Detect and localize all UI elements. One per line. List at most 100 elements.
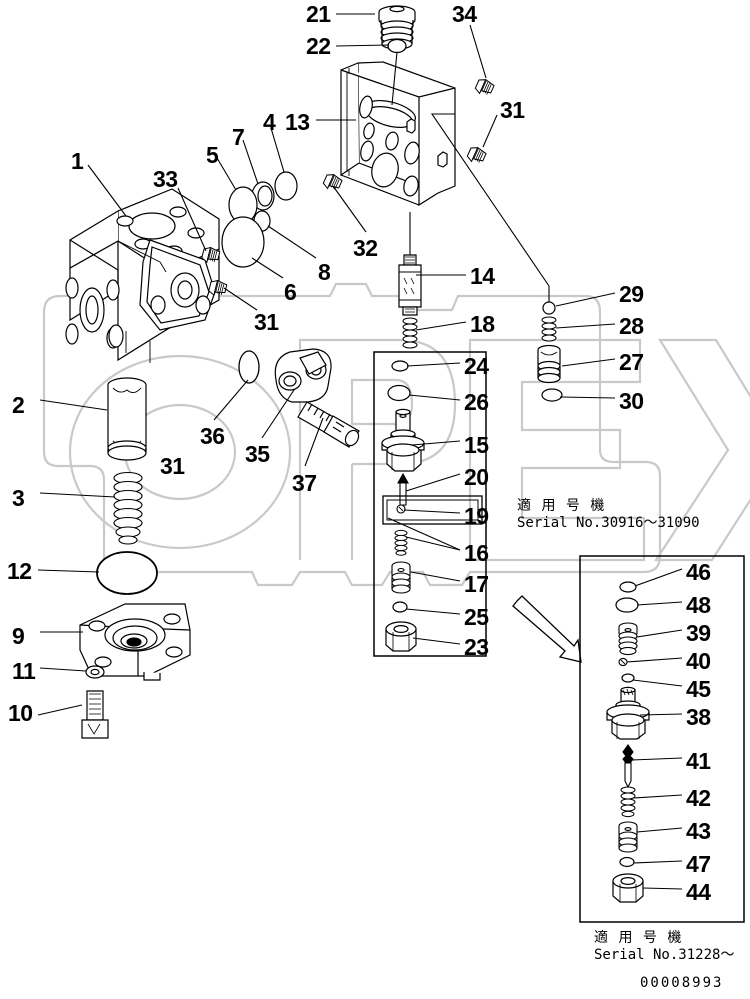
- leader-39: [636, 629, 683, 638]
- leader-22: [335, 44, 390, 47]
- part-29-ball: [542, 301, 556, 315]
- callout-29: 29: [619, 281, 644, 307]
- callout-43: 43: [686, 818, 711, 844]
- center-inner-box2: [386, 499, 479, 521]
- group-pointer-arrow: [512, 595, 582, 663]
- leader-43: [636, 827, 683, 833]
- leader-2: [39, 399, 108, 411]
- callout-4: 4: [263, 109, 276, 135]
- callout-16: 16: [464, 540, 489, 566]
- leader-41: [631, 757, 683, 761]
- part-39-spring: [618, 622, 638, 656]
- part-30-oring: [541, 388, 563, 402]
- leader-40: [626, 657, 683, 663]
- callout-41: 41: [686, 748, 711, 774]
- leader-29: [555, 292, 616, 307]
- callout-46: 46: [686, 559, 711, 585]
- part-13-valve-block: [340, 61, 456, 207]
- leader-16b: [387, 517, 461, 551]
- callout-48: 48: [686, 592, 711, 618]
- callout-19: 19: [464, 503, 489, 529]
- callout-18: 18: [470, 311, 495, 337]
- leader-17: [410, 571, 461, 582]
- leader-32: [332, 185, 367, 233]
- part-22-oring: [387, 38, 407, 54]
- callout-44: 44: [686, 879, 711, 905]
- part-40-screw: [618, 657, 628, 667]
- callout-27: 27: [619, 349, 644, 375]
- callout-1: 1: [71, 148, 84, 174]
- callout-36: 36: [200, 423, 225, 449]
- part-18-spring: [402, 317, 418, 349]
- part-15-relief-valve: [381, 408, 425, 472]
- leader-29-stem: [430, 113, 550, 302]
- part-38-relief-valve: [606, 686, 650, 740]
- callout-38: 38: [686, 704, 711, 730]
- leader-10: [37, 704, 83, 716]
- callout-33: 33: [153, 166, 178, 192]
- callout-3: 3: [12, 485, 25, 511]
- part-47-oring: [619, 856, 635, 868]
- leader-25: [405, 608, 461, 615]
- callout-20: 20: [464, 464, 489, 490]
- leader-18: [415, 321, 467, 331]
- leader-30: [559, 396, 616, 399]
- note-lower-right-serial: Serial No.31228～: [594, 947, 735, 963]
- leader-44: [642, 887, 683, 890]
- callout-24: 24: [464, 353, 489, 379]
- leader-20: [405, 473, 461, 492]
- callout-40: 40: [686, 648, 711, 674]
- part-26-oring: [387, 384, 411, 402]
- leader-4: [270, 127, 285, 173]
- leader-7: [242, 139, 259, 185]
- part-48-oring: [615, 597, 639, 613]
- part-45-oring: [621, 673, 635, 683]
- leader-31a: [482, 114, 498, 148]
- leader-45: [632, 679, 683, 687]
- part-24-oring: [391, 360, 409, 372]
- callout-22: 22: [306, 33, 331, 59]
- leader-37: [304, 417, 324, 467]
- part-23-nut: [385, 621, 417, 652]
- part-41-poppet: [622, 744, 634, 789]
- note-center-japanese: 適 用 号 機: [517, 498, 608, 514]
- callout-25: 25: [464, 604, 489, 630]
- part-34-bolt: [473, 76, 496, 98]
- part-36-oring: [238, 350, 260, 384]
- part-19-screw: [396, 504, 406, 514]
- callout-31: 31: [160, 453, 185, 479]
- part-1-main-body: [65, 188, 220, 363]
- leader-34: [469, 24, 487, 79]
- callout-7: 7: [232, 124, 245, 150]
- part-35-flange: [274, 348, 332, 403]
- callout-9: 9: [12, 623, 25, 649]
- watermark-opex: [42, 282, 750, 587]
- callout-39: 39: [686, 620, 711, 646]
- callout-6: 6: [284, 279, 297, 305]
- callout-14: 14: [470, 263, 495, 289]
- callout-30: 30: [619, 388, 644, 414]
- callout-32: 32: [353, 235, 378, 261]
- leader-6: [251, 257, 284, 279]
- leader-33: [177, 187, 207, 252]
- lower-right-box: [579, 555, 745, 923]
- part-43-spring-seat: [618, 821, 638, 853]
- leader-46: [634, 568, 683, 587]
- callout-2: 2: [12, 392, 25, 418]
- callout-28: 28: [619, 313, 644, 339]
- leader-8: [267, 225, 317, 259]
- part-31-bolt-a: [465, 144, 488, 166]
- note-center: 適 用 号 機 Serial No.30916～31090: [517, 498, 700, 532]
- leader-38: [639, 713, 683, 716]
- callout-47: 47: [686, 851, 711, 877]
- part-2-spool: [107, 377, 147, 461]
- leader-47: [632, 860, 683, 864]
- leader-35: [261, 389, 295, 439]
- leader-48: [636, 601, 683, 606]
- leader-1: [87, 164, 127, 217]
- callout-21: 21: [306, 1, 331, 27]
- leader-23: [412, 637, 461, 645]
- note-lower-right: 適 用 号 機 Serial No.31228～: [594, 930, 734, 964]
- part-16-spring: [394, 529, 408, 556]
